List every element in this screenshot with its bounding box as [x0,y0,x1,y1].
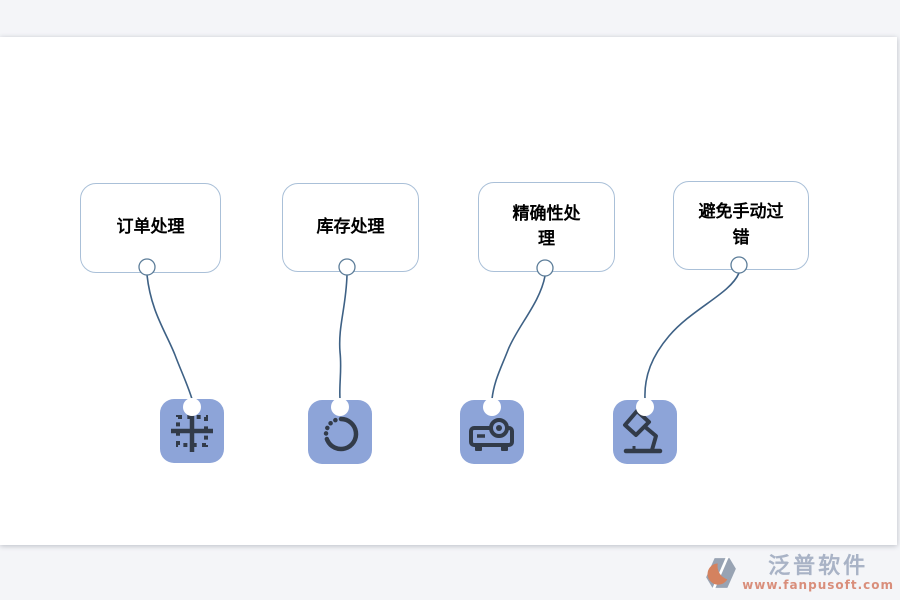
watermark-url: www.fanpusoft.com [742,577,894,592]
table-borders-icon [171,410,213,452]
node-label: 精确性处 理 [512,203,581,250]
node-accuracy-processing: 精确性处 理 [478,182,615,272]
icon-tile-accuracy [460,400,524,464]
node-inventory-processing: 库存处理 [282,183,419,272]
watermark: 泛普软件 www.fanpusoft.com [704,553,894,592]
icon-tile-inventory [308,400,372,464]
node-avoid-manual-errors: 避免手动过 错 [673,181,809,270]
desk-lamp-icon [623,409,663,454]
icon-tile-manual [613,400,677,464]
diagram-canvas [0,37,897,545]
node-label: 库存处理 [316,216,385,237]
progress-circle-icon [323,416,359,452]
node-label: 避免手动过 错 [698,202,784,248]
watermark-text: 泛普软件 www.fanpusoft.com [742,553,894,592]
icon-tile-order [160,399,224,463]
projector-icon [469,418,514,451]
node-order-processing: 订单处理 [80,183,221,273]
fanpu-hexagon-logo-icon [706,556,737,590]
node-label: 订单处理 [116,217,185,238]
watermark-brand: 泛普软件 [768,553,869,579]
